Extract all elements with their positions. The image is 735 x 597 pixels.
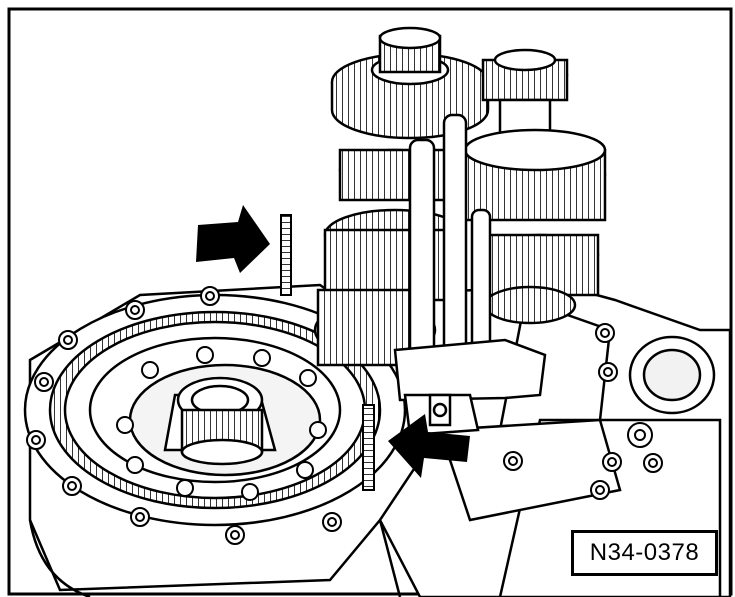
flange-bolts [26,286,342,545]
gear-cluster [313,26,607,367]
stud-upper [280,214,292,296]
figure-id-label: N34-0378 [571,530,718,576]
callout-arrow-upper [196,205,270,273]
shift-rods [393,113,547,437]
figure-border [7,7,733,596]
housing-skirt [28,519,402,597]
callout-arrow-lower [388,414,470,478]
housing-bolt-holes [503,323,663,500]
stud-lower [362,404,375,491]
